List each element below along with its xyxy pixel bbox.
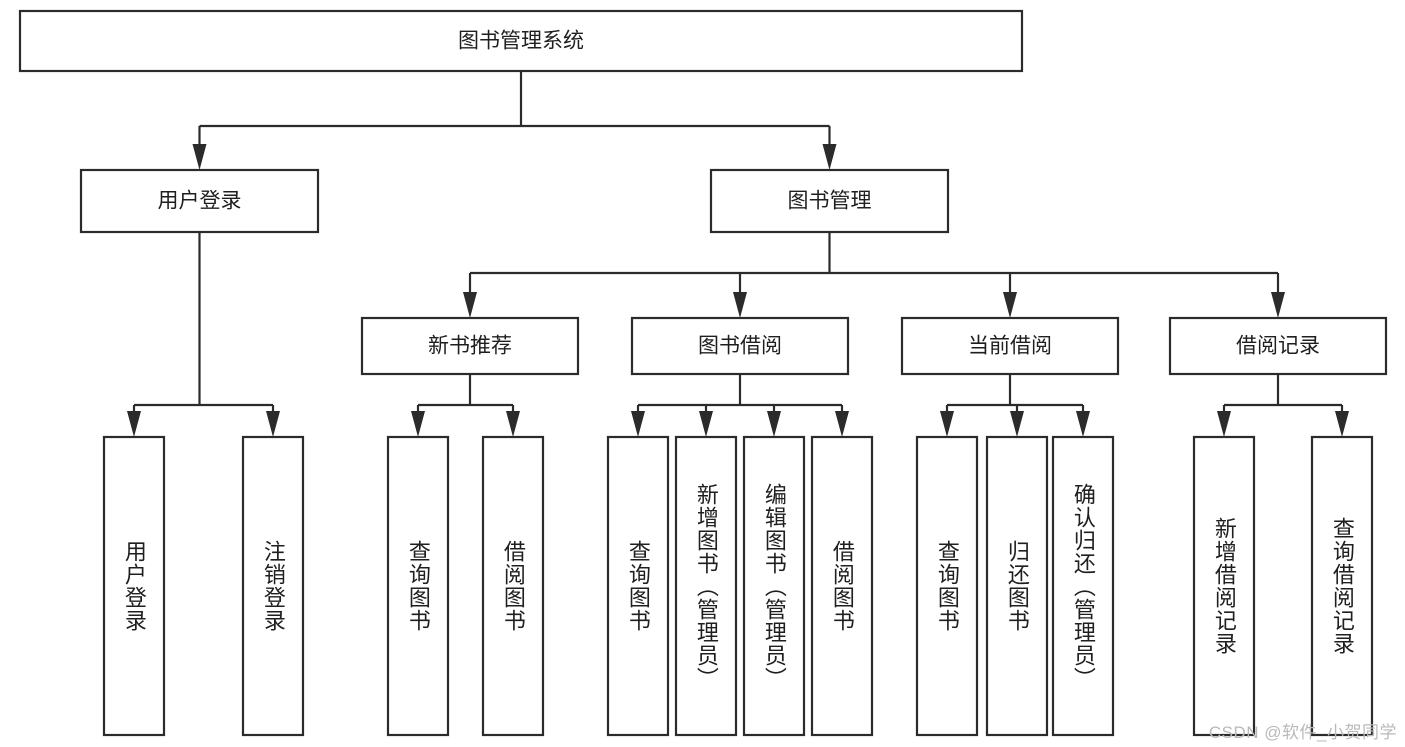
arrow-head-book-manage <box>822 144 837 170</box>
arrow-head-leaf-confirm-return <box>1076 411 1090 437</box>
arrow-head-leaf-query-book-1 <box>411 411 425 437</box>
arrow-head-leaf-add-record <box>1217 411 1231 437</box>
node-new-book-rec[interactable] <box>360 316 580 376</box>
node-label-user-login: 用户登录 <box>158 190 242 213</box>
watermark-text: CSDN @软件_小贺同学 <box>1208 723 1397 742</box>
arrow-head-leaf-query-book-2 <box>631 411 645 437</box>
node-book-manage[interactable] <box>709 168 950 234</box>
node-borrow-record[interactable] <box>1168 316 1388 376</box>
node-label-book-borrow: 图书借阅 <box>698 335 782 358</box>
node-leaf-edit-book[interactable] <box>742 435 806 737</box>
node-label-current-borrow: 当前借阅 <box>968 335 1052 358</box>
arrow-head-current-borrow <box>1003 292 1017 318</box>
node-leaf-return-book[interactable] <box>985 435 1049 737</box>
node-leaf-query-book-1[interactable] <box>386 435 450 737</box>
node-leaf-add-record[interactable] <box>1192 435 1256 737</box>
arrow-head-leaf-logout <box>266 411 280 437</box>
node-leaf-query-record[interactable] <box>1310 435 1374 737</box>
arrow-head-leaf-user-login <box>127 411 141 437</box>
node-leaf-confirm-return[interactable] <box>1051 435 1115 737</box>
node-leaf-logout[interactable] <box>241 435 305 737</box>
node-leaf-borrow-book-2[interactable] <box>810 435 874 737</box>
arrow-head-new-book-rec <box>463 292 477 318</box>
node-leaf-query-book-2[interactable] <box>606 435 670 737</box>
arrow-head-leaf-add-book <box>699 411 713 437</box>
node-book-borrow[interactable] <box>630 316 850 376</box>
arrow-head-leaf-return-book <box>1010 411 1024 437</box>
arrow-head-book-borrow <box>733 292 747 318</box>
arrow-head-leaf-edit-book <box>767 411 781 437</box>
node-leaf-borrow-book-1[interactable] <box>481 435 545 737</box>
node-leaf-user-login[interactable] <box>102 435 166 737</box>
arrow-head-leaf-query-record <box>1335 411 1349 437</box>
arrow-head-leaf-query-book-3 <box>940 411 954 437</box>
node-label-book-manage: 图书管理 <box>788 190 872 213</box>
node-current-borrow[interactable] <box>900 316 1120 376</box>
node-user-login[interactable] <box>79 168 320 234</box>
node-leaf-query-book-3[interactable] <box>915 435 979 737</box>
node-label-borrow-record: 借阅记录 <box>1236 335 1320 358</box>
arrow-head-borrow-record <box>1271 292 1285 318</box>
node-leaf-add-book[interactable] <box>674 435 738 737</box>
node-label-root: 图书管理系统 <box>458 30 584 53</box>
arrow-head-user-login <box>192 144 207 170</box>
node-label-new-book-rec: 新书推荐 <box>428 335 512 358</box>
node-root[interactable] <box>18 9 1024 73</box>
edges-layer <box>127 71 1349 437</box>
arrow-head-leaf-borrow-book-2 <box>835 411 849 437</box>
arrow-head-leaf-borrow-book-1 <box>506 411 520 437</box>
